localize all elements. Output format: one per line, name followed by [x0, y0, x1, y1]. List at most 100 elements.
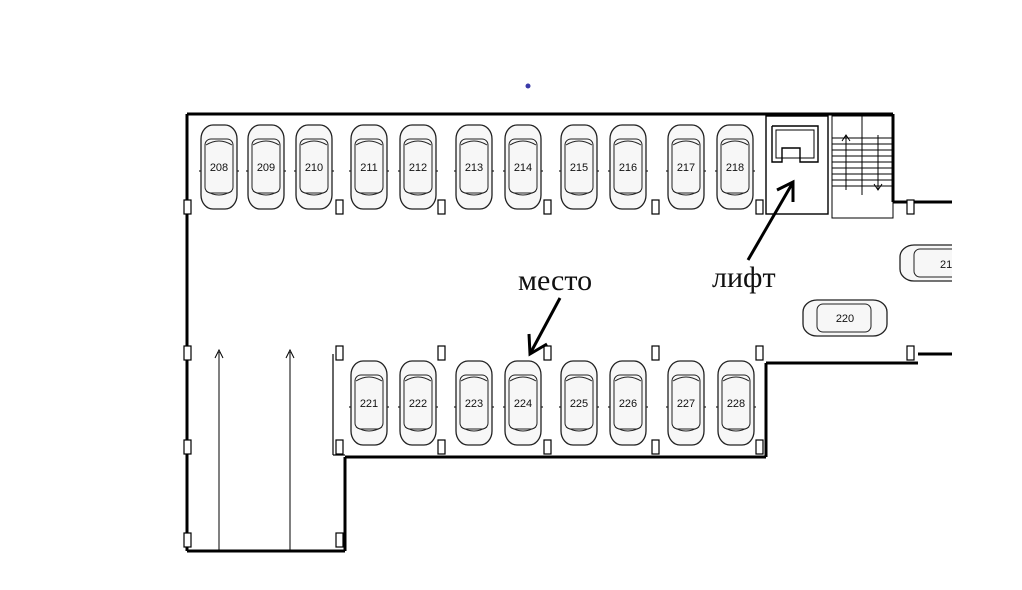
parking-spot[interactable]: 211 [349, 124, 389, 210]
spot-number: 211 [360, 162, 378, 174]
spot-annotation: место [518, 264, 592, 297]
parking-spot[interactable]: 217 [666, 124, 706, 210]
parking-spot[interactable]: 218 [715, 124, 755, 210]
parking-spot[interactable]: 222 [398, 360, 438, 446]
windshield [205, 140, 233, 146]
parking-spot[interactable]: 225 [559, 360, 599, 446]
parking-spot[interactable]: 210 [294, 124, 334, 210]
rear-window [404, 426, 432, 432]
car-icon [350, 124, 388, 210]
rear-window [565, 190, 593, 196]
windshield [614, 376, 642, 382]
column [543, 439, 552, 455]
elevator-annotation: лифт [712, 261, 776, 294]
windshield [460, 140, 488, 146]
parking-spot[interactable]: 220 [802, 299, 888, 337]
windshield [721, 140, 749, 146]
rear-window [722, 426, 750, 432]
car-roof [720, 138, 750, 194]
column [651, 345, 660, 361]
windshield [672, 376, 700, 382]
car-roof [564, 374, 594, 430]
car-icon [802, 299, 888, 337]
car-icon [560, 124, 598, 210]
car-roof [459, 374, 489, 430]
windshield [722, 376, 750, 382]
car-icon [399, 124, 437, 210]
windshield [404, 376, 432, 382]
spot-number: 222 [409, 398, 427, 410]
parking-spot[interactable]: 223 [454, 360, 494, 446]
column [755, 199, 764, 215]
spot-number: 208 [210, 162, 228, 174]
column [543, 345, 552, 361]
column [183, 439, 192, 455]
parking-spot[interactable]: 215 [559, 124, 599, 210]
marker-dot [525, 83, 531, 89]
parking-spot[interactable]: 228 [716, 360, 756, 446]
parking-spot[interactable]: 209 [246, 124, 286, 210]
spot-arrow [527, 297, 562, 357]
parking-spot-partial[interactable]: 21 [899, 244, 984, 282]
column [543, 199, 552, 215]
spot-number: 225 [570, 398, 588, 410]
car-roof [204, 138, 234, 194]
parking-spot[interactable]: 214 [503, 124, 543, 210]
rear-window [565, 426, 593, 432]
car-icon [899, 244, 952, 282]
parking-spot[interactable]: 216 [608, 124, 648, 210]
elevator-arrow [746, 179, 795, 261]
parking-spot[interactable]: 226 [608, 360, 648, 446]
car-icon [295, 124, 333, 210]
spot-number: 220 [836, 313, 854, 325]
parking-spot[interactable]: 208 [199, 124, 239, 210]
column [437, 199, 446, 215]
windshield [252, 140, 280, 146]
rear-window [355, 190, 383, 196]
car-icon [455, 360, 493, 446]
rear-window [509, 190, 537, 196]
parking-spot[interactable]: 221 [349, 360, 389, 446]
windshield [355, 376, 383, 382]
walls [185, 112, 952, 553]
car-roof [613, 138, 643, 194]
spot-number: 227 [677, 398, 695, 410]
rear-window [614, 190, 642, 196]
windshield [404, 140, 432, 146]
column [437, 439, 446, 455]
car-icon [667, 360, 705, 446]
car-roof [564, 138, 594, 194]
elevator-block [765, 115, 829, 215]
car-icon [609, 124, 647, 210]
car-icon [399, 360, 437, 446]
car-icon [609, 360, 647, 446]
spot-number: 214 [514, 162, 532, 174]
parking-spot[interactable]: 212 [398, 124, 438, 210]
rear-window [355, 426, 383, 432]
spot-number: 224 [514, 398, 532, 410]
car-roof [913, 248, 952, 278]
column [183, 345, 192, 361]
windshield [614, 140, 642, 146]
ramp-arrows [214, 348, 295, 550]
parking-spot[interactable]: 213 [454, 124, 494, 210]
windshield [509, 140, 537, 146]
columns [183, 199, 915, 548]
windshield [672, 140, 700, 146]
spot-number: 213 [465, 162, 483, 174]
car-roof [671, 138, 701, 194]
column [183, 199, 192, 215]
parking-spot[interactable]: 227 [666, 360, 706, 446]
rear-window [509, 426, 537, 432]
spot-number: 226 [619, 398, 637, 410]
rear-window [205, 190, 233, 196]
car-roof [613, 374, 643, 430]
parking-spot[interactable]: 224 [503, 360, 543, 446]
rear-window [252, 190, 280, 196]
rear-window [404, 190, 432, 196]
spot-number: 221 [360, 398, 378, 410]
column [755, 439, 764, 455]
spot-number: 218 [726, 162, 744, 174]
rear-window [672, 426, 700, 432]
